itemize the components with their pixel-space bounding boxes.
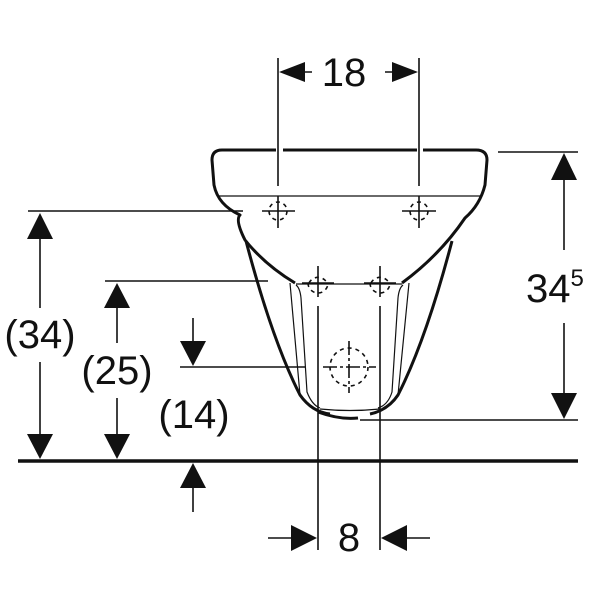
waste-outlet <box>323 341 376 393</box>
extension-lines <box>28 151 578 421</box>
dim-label-14: (14) <box>158 393 229 437</box>
dim-label-34-paren: (34) <box>4 313 75 357</box>
dimension-8: 8 <box>268 516 430 560</box>
dimension-34-5: 345 <box>526 153 584 419</box>
dim-label-34: 34 <box>526 267 571 311</box>
dimension-34-paren: (34) <box>4 213 76 459</box>
dim-label-18: 18 <box>322 51 367 95</box>
dimension-14: (14) <box>158 318 230 512</box>
centerlines <box>277 58 420 550</box>
supply-hole-right <box>364 266 396 297</box>
svg-text:345: 345 <box>526 265 584 311</box>
bidet-body <box>210 148 489 420</box>
dim-superscript-5: 5 <box>571 265 584 292</box>
supply-hole-left <box>302 266 334 297</box>
dimension-25: (25) <box>81 283 153 459</box>
dim-label-8: 8 <box>338 516 360 560</box>
fixing-hole-left <box>262 196 295 228</box>
fixing-hole-right <box>402 196 436 228</box>
dimension-18: 18 <box>279 51 418 95</box>
dim-label-25: (25) <box>81 349 152 393</box>
